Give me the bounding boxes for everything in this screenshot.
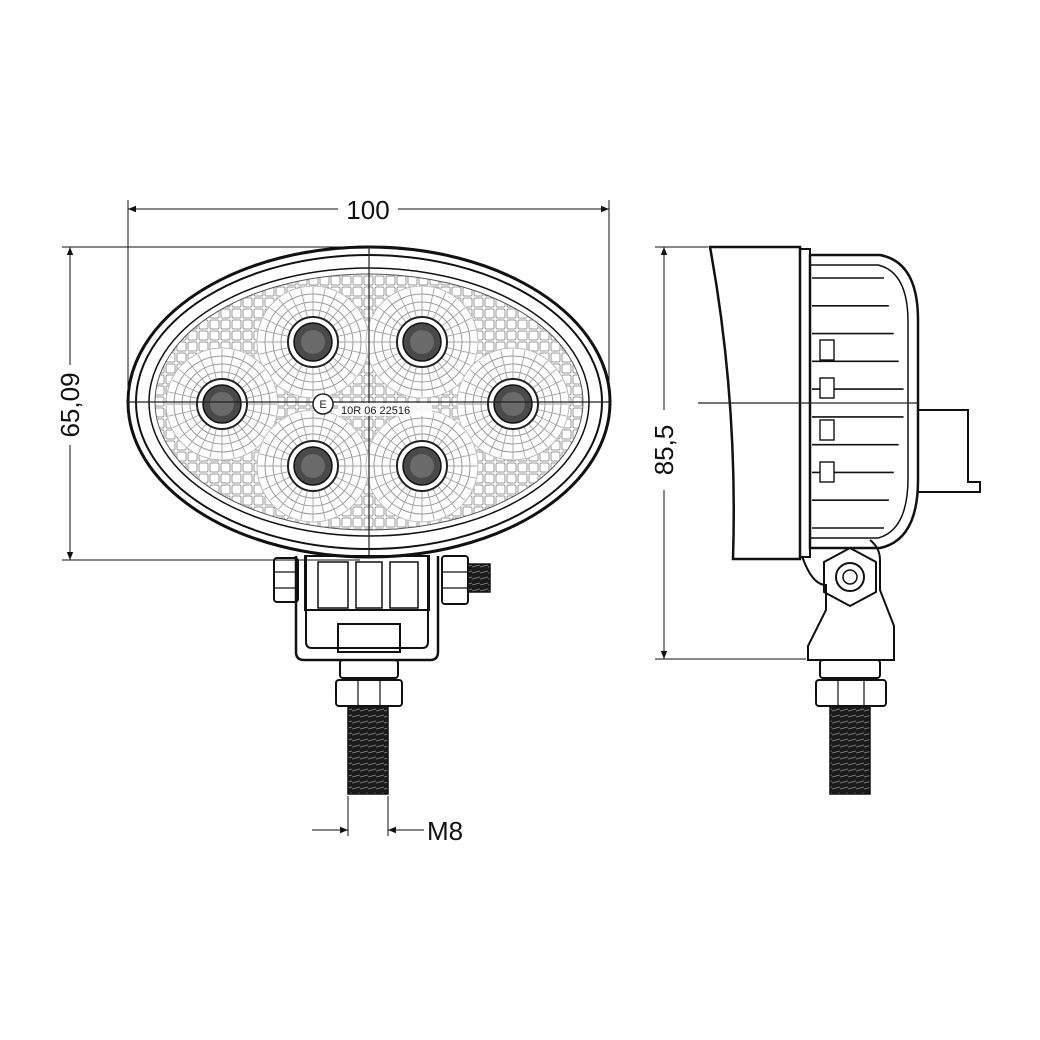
pivot-ring: [835, 562, 865, 592]
stud-nut: [335, 679, 403, 707]
pivot-nut: [823, 546, 877, 608]
led-5: [256, 409, 370, 523]
side-washer: [819, 659, 881, 679]
width-dimension: 100: [127, 195, 610, 405]
thread-dimension-label: M8: [427, 816, 463, 846]
bracket-inner: [305, 556, 429, 649]
bracket-body: [304, 555, 430, 611]
width-dimension-label: 100: [346, 195, 389, 225]
fin-channel-4: [819, 461, 835, 483]
approval-mark: E 10R 06 22516: [312, 393, 432, 417]
side-screw: [467, 563, 491, 593]
side-threaded-stud: [829, 705, 871, 795]
led-2: [365, 285, 479, 399]
led-4: [456, 347, 570, 461]
side-bezel: [708, 245, 802, 561]
fin-channel-2: [819, 377, 835, 399]
side-view: 85,5: [649, 245, 981, 795]
pivot-bolt: [842, 569, 858, 585]
front-height-dimension: 65,09: [55, 246, 360, 561]
approval-circle: [312, 393, 334, 415]
side-connector: [918, 409, 981, 493]
led-3: [165, 347, 279, 461]
bracket-block: [337, 623, 401, 653]
heat-sink-body: [808, 253, 920, 550]
heat-sink-fins: [812, 277, 904, 529]
fin-channel-3: [819, 419, 835, 441]
mounting-bracket: [273, 555, 491, 795]
side-bracket: [801, 539, 895, 795]
side-stud-nut: [815, 679, 887, 707]
right-nut: [441, 555, 469, 605]
threaded-stud: [347, 705, 389, 795]
side-height-dimension-label: 85,5: [649, 425, 679, 476]
front-height-dimension-label: 65,09: [55, 372, 85, 437]
led-array: [165, 285, 570, 523]
approval-code: 10R 06 22516: [341, 405, 410, 417]
led-6: [365, 409, 479, 523]
led-1: [256, 285, 370, 399]
fin-channel-1: [819, 339, 835, 361]
side-height-dimension: 85,5: [649, 246, 806, 660]
left-nut: [273, 557, 299, 603]
thread-dimension: M8: [312, 796, 463, 846]
approval-symbol: E: [319, 399, 326, 411]
front-view: E 10R 06 22516: [55, 195, 612, 846]
side-bracket-arm: [801, 539, 895, 661]
washer: [339, 659, 399, 679]
